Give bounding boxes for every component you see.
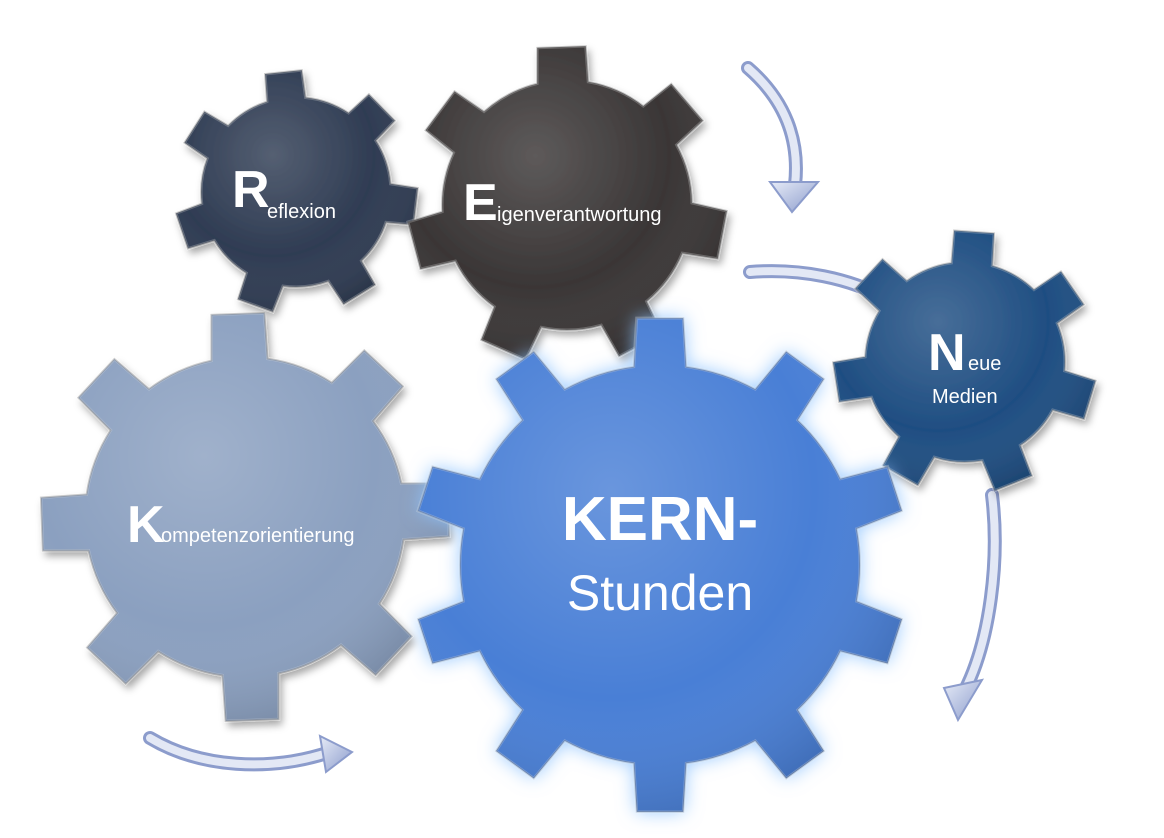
gear-reflexion: R eflexion bbox=[174, 68, 420, 314]
gear-reflexion-label: eflexion bbox=[267, 201, 336, 223]
gear-neue-medien-label-line2: Medien bbox=[932, 386, 998, 408]
gear-neue-medien-initial: N bbox=[928, 324, 966, 382]
arrow-head-bottom-left bbox=[318, 734, 354, 774]
gear-neue-medien-label: eue bbox=[968, 353, 1001, 375]
gear-kompetenzorientierung-initial: K bbox=[127, 496, 165, 554]
gear-kompetenzorientierung-body-shine bbox=[39, 311, 451, 723]
gear-kern-stunden-title: KERN- bbox=[562, 485, 758, 554]
gear-eigenverantwortung-initial: E bbox=[463, 174, 498, 232]
gear-reflexion-initial: R bbox=[232, 161, 270, 219]
gear-kern-stunden: KERN- Stunden bbox=[416, 316, 904, 814]
gear-eigenverantwortung: E igenverantwortung bbox=[406, 44, 729, 362]
gear-eigenverantwortung-body-shine bbox=[406, 44, 729, 362]
arrow-head-top-right bbox=[768, 181, 821, 214]
gear-kompetenzorientierung-label: ompetenzorientierung bbox=[161, 525, 354, 547]
arrows bbox=[143, 61, 1002, 774]
gear-eigenverantwortung-label: igenverantwortung bbox=[497, 204, 662, 226]
gear-reflexion-body-shine bbox=[174, 68, 420, 314]
gear-kern-stunden-subtitle: Stunden bbox=[567, 565, 753, 621]
gear-neue-medien-body-shine bbox=[831, 228, 1098, 493]
arrow-head-right-down bbox=[942, 678, 985, 723]
gear-neue-medien: N eue Medien bbox=[831, 228, 1098, 493]
gear-kern-stunden-body-shine bbox=[416, 316, 904, 814]
gear-kompetenzorientierung: K ompetenzorientierung bbox=[39, 311, 451, 723]
